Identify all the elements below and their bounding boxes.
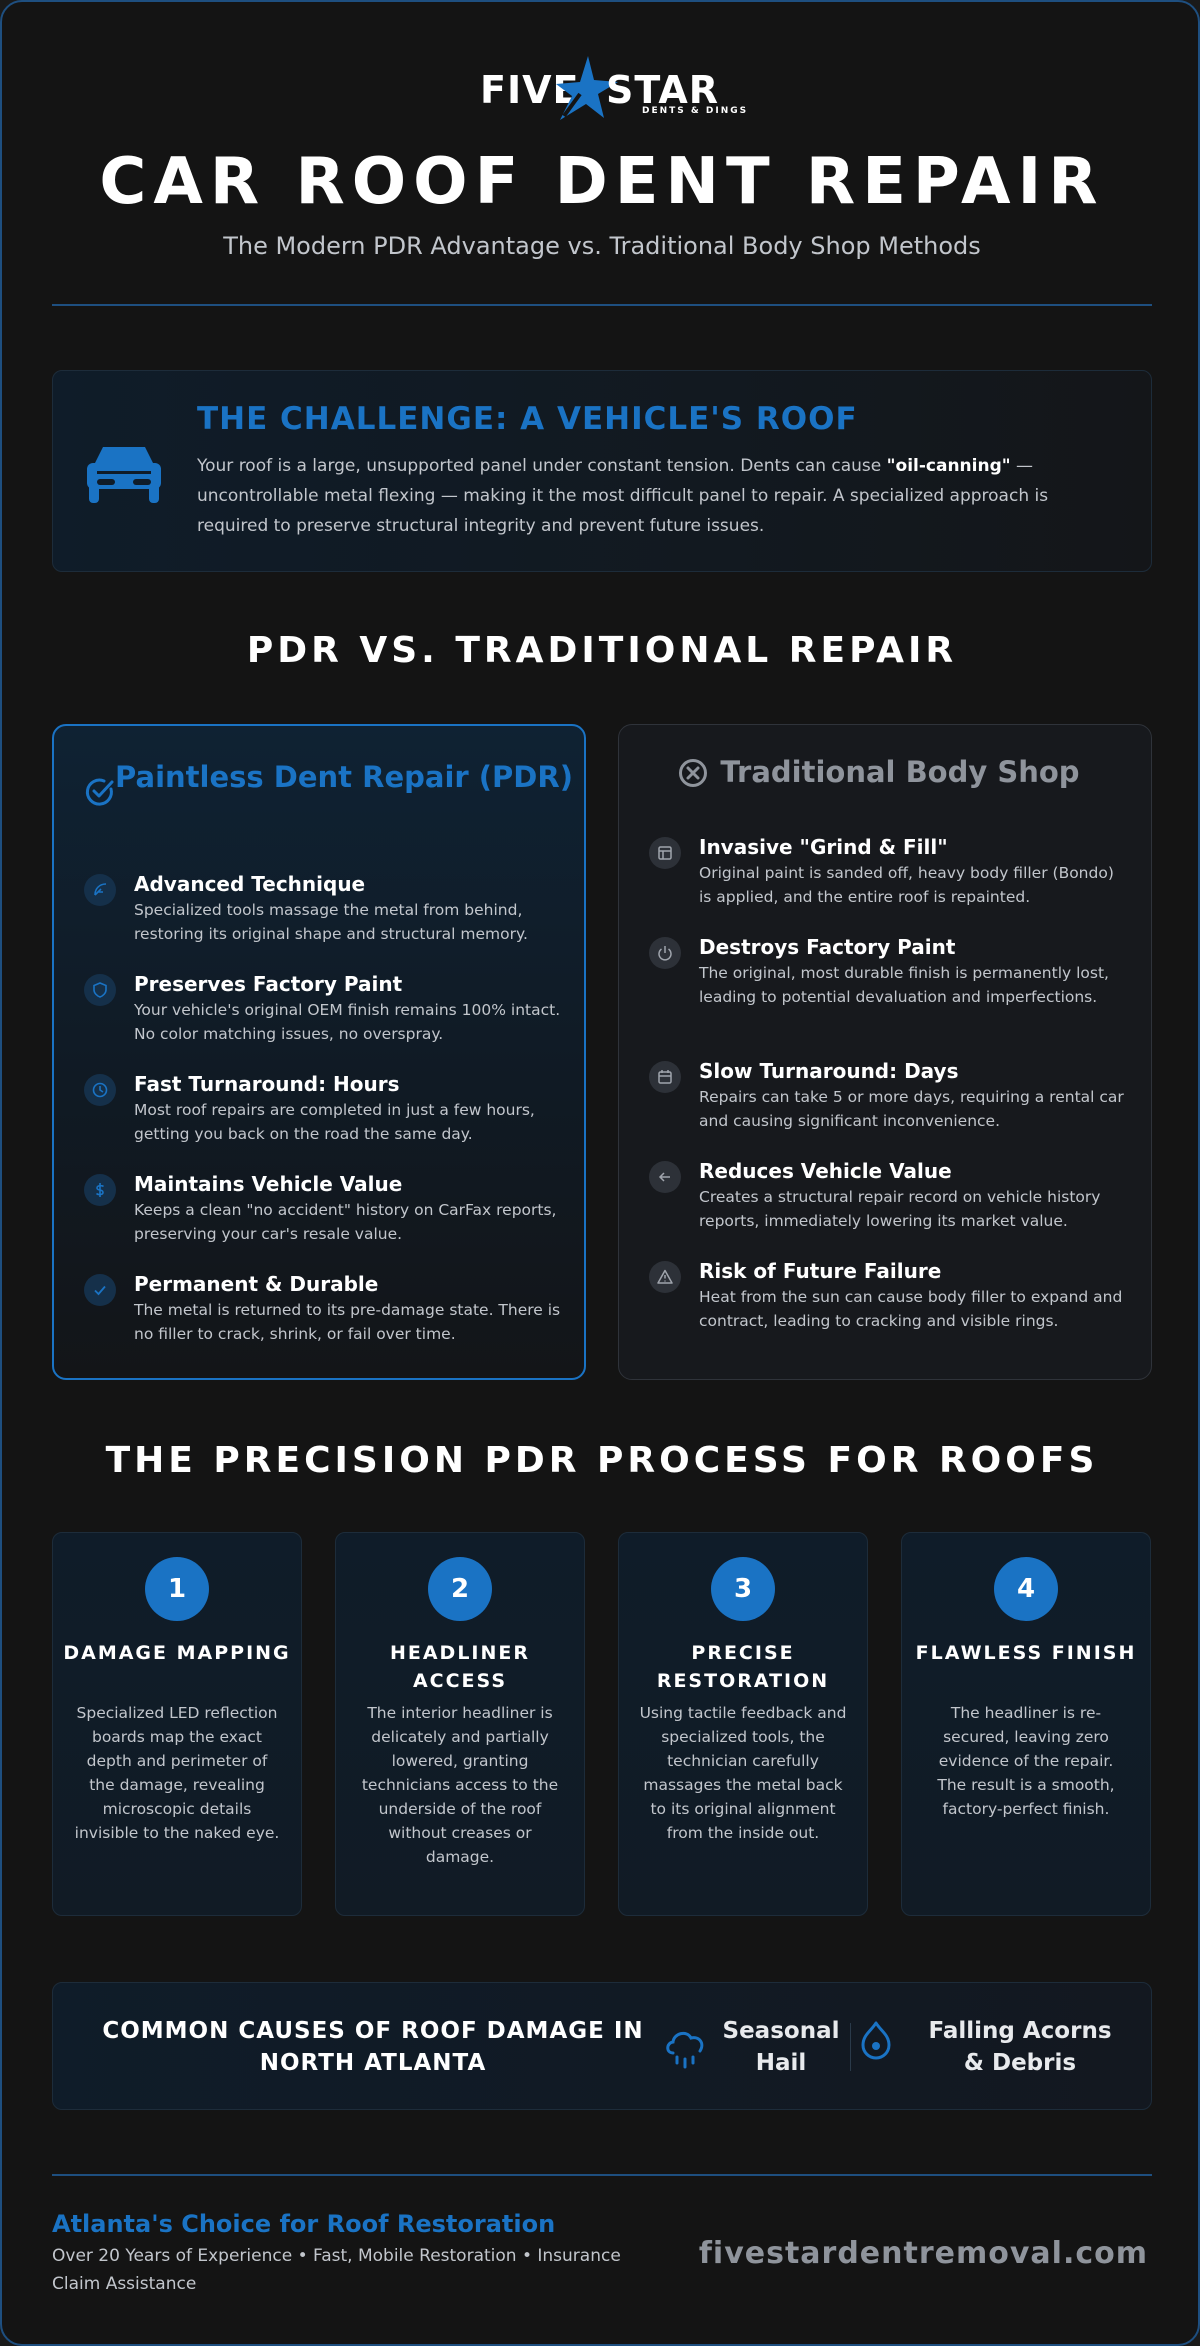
challenge-panel: THE CHALLENGE: A VEHICLE'S ROOF Your roo… bbox=[52, 370, 1152, 572]
item-text: Creates a structural repair record on ve… bbox=[699, 1188, 1101, 1230]
header-divider bbox=[52, 304, 1152, 306]
process-title: THE PRECISION PDR PROCESS FOR ROOFS bbox=[105, 1440, 1099, 1481]
item-text: Repairs can take 5 or more days, requiri… bbox=[699, 1088, 1124, 1130]
page-subtitle: The Modern PDR Advantage vs. Traditional… bbox=[223, 232, 981, 260]
item-text: Your vehicle's original OEM finish remai… bbox=[134, 1001, 561, 1043]
logo-star: STAR bbox=[606, 68, 720, 112]
step-number: 3 bbox=[711, 1557, 775, 1621]
item-title: Slow Turnaround: Days bbox=[699, 1059, 959, 1083]
item-text: The metal is returned to its pre-damage … bbox=[134, 1301, 561, 1343]
step-text: The interior headliner is delicately and… bbox=[361, 1704, 559, 1866]
shield-icon bbox=[84, 974, 116, 1006]
item-title: Reduces Vehicle Value bbox=[699, 1159, 952, 1183]
item-title: Destroys Factory Paint bbox=[699, 935, 956, 959]
clock-icon bbox=[84, 1074, 116, 1106]
challenge-text-part: Your roof is a large, unsupported panel … bbox=[197, 456, 887, 476]
item-title: Preserves Factory Paint bbox=[134, 972, 403, 996]
causes-title: COMMON CAUSES OF ROOF DAMAGE IN NORTH AT… bbox=[102, 2018, 644, 2076]
item-title: Maintains Vehicle Value bbox=[134, 1172, 403, 1196]
challenge-text: Your roof is a large, unsupported panel … bbox=[197, 451, 1117, 541]
challenge-text-part: — uncontrollable metal flexing — making … bbox=[197, 456, 1049, 536]
item-title: Advanced Technique bbox=[134, 872, 366, 896]
logo-five: FIVE bbox=[480, 68, 580, 112]
footer-divider bbox=[52, 2174, 1152, 2176]
causes-panel: COMMON CAUSES OF ROOF DAMAGE IN NORTH AT… bbox=[52, 1982, 1152, 2110]
website-link[interactable]: fivestardentremoval.com bbox=[698, 2236, 1148, 2271]
item-title: Risk of Future Failure bbox=[699, 1259, 942, 1283]
star-icon bbox=[556, 56, 618, 120]
step-number: 4 bbox=[994, 1557, 1058, 1621]
step-title: DAMAGE MAPPING bbox=[63, 1642, 291, 1664]
step-number: 2 bbox=[428, 1557, 492, 1621]
process-step-card: 1 DAMAGE MAPPING Specialized LED reflect… bbox=[52, 1532, 302, 1916]
item-text: Original paint is sanded off, heavy body… bbox=[699, 864, 1114, 906]
layout-icon bbox=[649, 837, 681, 869]
pdr-heading: Paintless Dent Repair (PDR) bbox=[115, 760, 573, 794]
item-text: Keeps a clean "no accident" history on C… bbox=[134, 1201, 557, 1243]
process-step-card: 4 FLAWLESS FINISH The headliner is re-se… bbox=[901, 1532, 1151, 1916]
comparison-title: PDR VS. TRADITIONAL REPAIR bbox=[246, 630, 958, 671]
step-title: PRECISE RESTORATION bbox=[656, 1642, 830, 1692]
acorn-icon bbox=[861, 2021, 891, 2060]
step-text: Specialized LED reflection boards map th… bbox=[74, 1704, 280, 1842]
challenge-title: THE CHALLENGE: A VEHICLE'S ROOF bbox=[197, 401, 858, 437]
item-text: The original, most durable finish is per… bbox=[699, 964, 1109, 1006]
footer-text: Over 20 Years of Experience • Fast, Mobi… bbox=[52, 2246, 621, 2294]
logo-tagline: DENTS & DINGS bbox=[642, 106, 749, 116]
power-icon bbox=[649, 937, 681, 969]
pdr-column: Paintless Dent Repair (PDR) Advanced Tec… bbox=[52, 724, 586, 1380]
traditional-column: Traditional Body Shop Invasive "Grind & … bbox=[618, 724, 1152, 1380]
cause-label: Seasonal Hail bbox=[722, 2018, 840, 2076]
warning-icon bbox=[649, 1261, 681, 1293]
process-step-card: 3 PRECISE RESTORATION Using tactile feed… bbox=[618, 1532, 868, 1916]
check-circle-icon bbox=[85, 778, 114, 806]
page-title: CAR ROOF DENT REPAIR bbox=[99, 145, 1105, 219]
car-icon bbox=[87, 447, 161, 503]
item-title: Permanent & Durable bbox=[134, 1272, 379, 1296]
step-text: Using tactile feedback and specialized t… bbox=[639, 1704, 847, 1842]
item-text: Most roof repairs are completed in just … bbox=[134, 1101, 535, 1143]
brand-logo: FIVE STAR DENTS & DINGS bbox=[2, 54, 1198, 134]
arrow-left-icon bbox=[649, 1161, 681, 1193]
x-circle-icon bbox=[679, 759, 707, 787]
cause-label: Falling Acorns & Debris bbox=[928, 2018, 1112, 2076]
causes-divider bbox=[850, 2023, 851, 2071]
step-text: The headliner is re-secured, leaving zer… bbox=[937, 1704, 1115, 1818]
check-icon bbox=[84, 1274, 116, 1306]
dollar-icon bbox=[84, 1174, 116, 1206]
calendar-icon bbox=[649, 1061, 681, 1093]
hail-cloud-icon bbox=[666, 2031, 704, 2069]
item-title: Fast Turnaround: Hours bbox=[134, 1072, 400, 1096]
item-text: Specialized tools massage the metal from… bbox=[134, 901, 528, 943]
item-title: Invasive "Grind & Fill" bbox=[699, 835, 948, 859]
step-number: 1 bbox=[145, 1557, 209, 1621]
challenge-text-bold: "oil-canning" bbox=[886, 456, 1011, 476]
feather-icon bbox=[84, 874, 116, 906]
step-title: HEADLINER ACCESS bbox=[389, 1642, 531, 1692]
traditional-heading: Traditional Body Shop bbox=[720, 755, 1080, 789]
footer-title: Atlanta's Choice for Roof Restoration bbox=[52, 2210, 556, 2238]
item-text: Heat from the sun can cause body filler … bbox=[699, 1288, 1123, 1330]
process-step-card: 2 HEADLINER ACCESS The interior headline… bbox=[335, 1532, 585, 1916]
step-title: FLAWLESS FINISH bbox=[915, 1642, 1137, 1664]
